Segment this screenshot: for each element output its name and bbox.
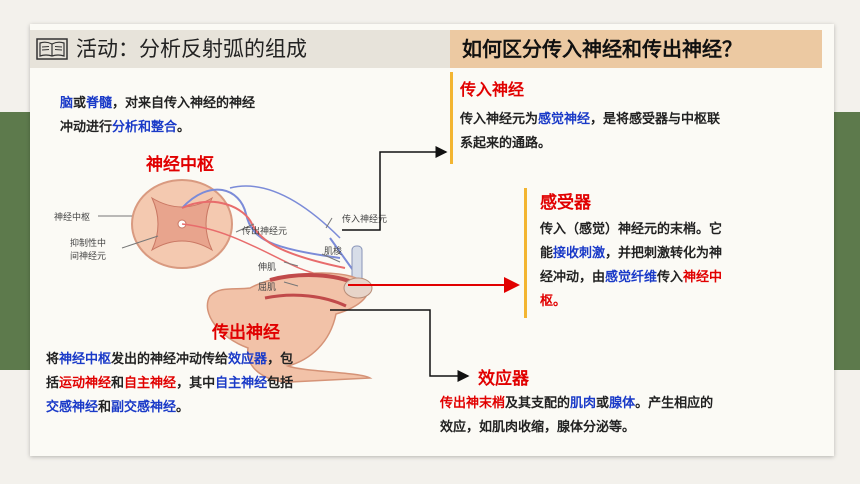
activity-title: 活动：分析反射弧的组成 <box>76 37 307 61</box>
diagram-label-center: 神经中枢 <box>54 211 90 223</box>
diagram-label-efferent-neuron: 传出神经元 <box>242 225 287 237</box>
efferent-label: 传出神经 <box>212 323 280 343</box>
diagram-label-afferent-neuron: 传入神经元 <box>342 213 387 225</box>
efferent-note: 将神经中枢发出的神经冲动传给效应器，包 括运动神经和自主神经，其中自主神经包括 … <box>46 352 294 415</box>
reflex-arc-illustration: 神经中枢 抑制性中 间神经元 传入神经元 传出神经元 伸肌 屈肌 肌梭 <box>54 179 387 383</box>
diagram-label-flexor: 屈肌 <box>258 282 276 293</box>
receptor-text: 传入（感觉）神经元的末梢。它 能接收刺激，并把刺激转化为神 经冲动，由感觉纤维传… <box>540 222 723 309</box>
book-icon <box>36 38 68 60</box>
afferent-text: 传入神经元为感觉神经，是将感受器与中枢联 系起来的通路。 <box>460 112 721 151</box>
diagram-label-extensor: 伸肌 <box>258 261 276 273</box>
question-banner: 如何区分传入神经和传出神经？ <box>450 30 822 68</box>
diagram-label-interneuron-2: 间神经元 <box>70 250 106 262</box>
receptor-heading: 感受器 <box>540 193 591 213</box>
receptor-marker <box>524 188 527 318</box>
effector-text: 传出神末梢及其支配的肌肉或腺体。产生相应的 效应，如肌肉收缩，腺体分泌等。 <box>440 396 714 435</box>
effector-heading: 效应器 <box>478 369 529 389</box>
nerve-center-label: 神经中枢 <box>146 155 214 175</box>
afferent-heading: 传入神经 <box>460 80 525 99</box>
title-bar <box>30 30 450 68</box>
diagram-label-interneuron-1: 抑制性中 <box>70 237 106 249</box>
afferent-marker <box>450 72 453 164</box>
center-note: 脑或脊髓，对来自传入神经的神经 冲动进行分析和整合。 <box>60 96 256 135</box>
diagram-label-spindle: 肌梭 <box>324 245 342 257</box>
